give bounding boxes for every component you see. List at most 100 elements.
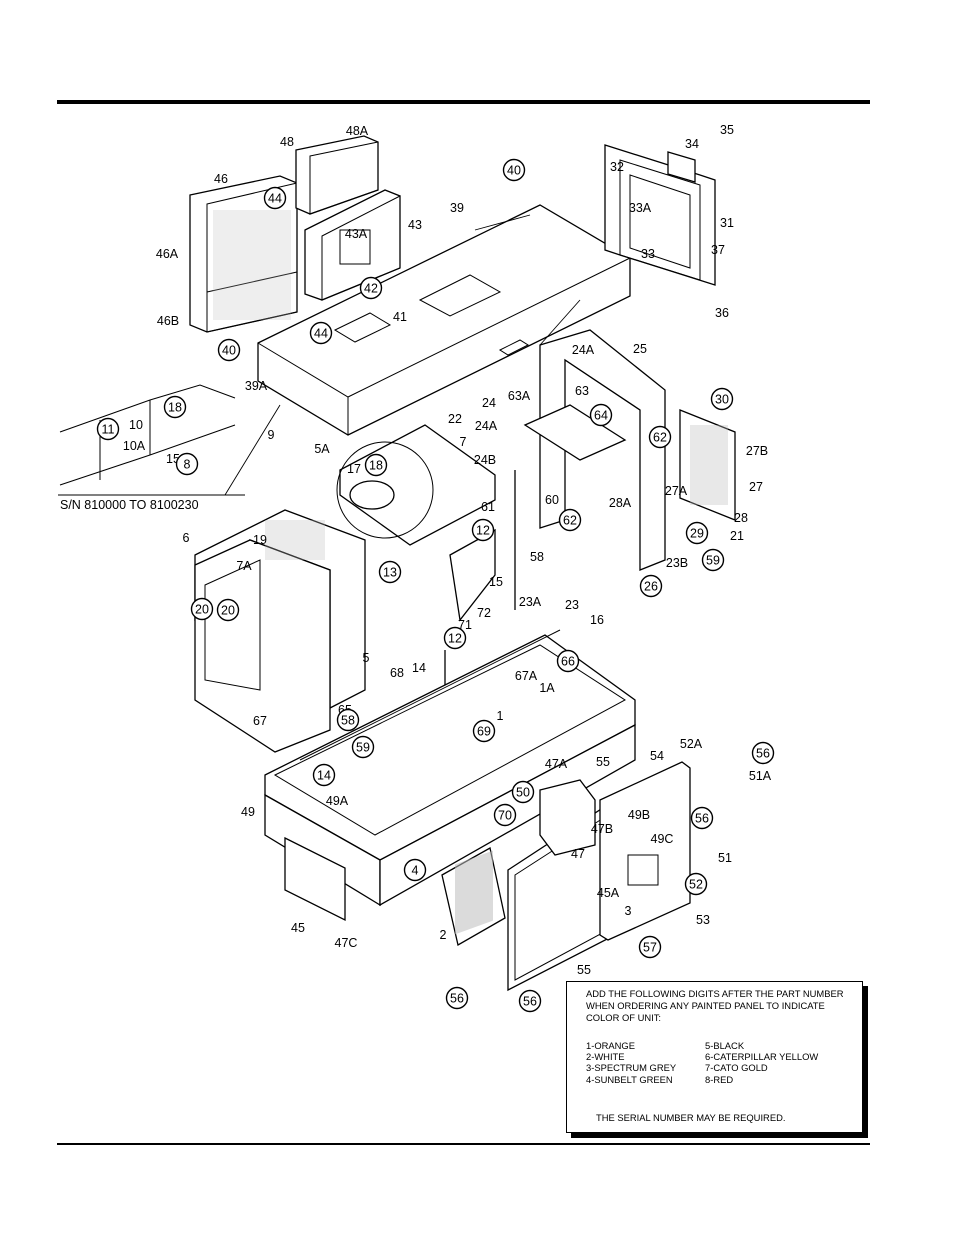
callout-circle — [190, 597, 214, 621]
callout-number: 56 — [756, 747, 770, 761]
callout-circle — [685, 521, 709, 545]
callout-circle — [751, 741, 775, 765]
circled-part-callout: 44 — [263, 186, 287, 210]
handle-34 — [667, 151, 696, 183]
callout-number: 70 — [498, 809, 512, 823]
callout-circle — [511, 780, 535, 804]
callout-circle — [359, 276, 383, 300]
circled-part-callout: 66 — [556, 649, 580, 673]
callout-circle — [589, 403, 613, 427]
circled-part-callout: 69 — [472, 719, 496, 743]
part-callout: 54 — [650, 749, 664, 763]
callout-number: 11 — [102, 423, 115, 437]
part-callout: 67 — [253, 714, 267, 728]
circled-part-callout: 56 — [751, 741, 775, 765]
callout-number: 40 — [222, 344, 236, 358]
part-callout: 1 — [497, 709, 504, 723]
top-rule — [57, 100, 870, 104]
callout-circle — [684, 872, 708, 896]
callout-circle — [443, 626, 467, 650]
bottom-rule — [57, 1143, 870, 1145]
part-callout: 52A — [680, 737, 703, 751]
tank-2 — [284, 836, 346, 922]
circled-part-callout: 20 — [216, 598, 240, 622]
part-callout: 48A — [346, 124, 369, 138]
part-callout: 3 — [625, 904, 632, 918]
callout-number: 62 — [653, 431, 667, 445]
part-callout: 49 — [241, 805, 255, 819]
circled-part-callout: 18 — [364, 453, 388, 477]
circled-part-callout: 18 — [163, 395, 187, 419]
part-callout: 6 — [183, 531, 190, 545]
part-callout: 67A — [515, 669, 538, 683]
callout-number: 8 — [184, 458, 191, 472]
callout-number: 20 — [221, 604, 235, 618]
part-callout: 15 — [489, 575, 503, 589]
part-callout: 10 — [129, 418, 143, 432]
circled-part-callout: 64 — [589, 403, 613, 427]
part-callout: 68 — [390, 666, 404, 680]
part-callout: 41 — [393, 310, 407, 324]
callout-circle — [336, 708, 360, 732]
part-callout: 63A — [508, 389, 531, 403]
part-callout: 55 — [577, 963, 591, 977]
callout-circle — [471, 518, 495, 542]
part-callout: 39A — [245, 379, 268, 393]
part-callout: 51A — [749, 769, 772, 783]
part-callout: 45 — [291, 921, 305, 935]
callout-circle — [96, 417, 120, 441]
part-callout: 31 — [720, 216, 734, 230]
callout-number: 59 — [356, 741, 370, 755]
callout-number: 18 — [369, 459, 383, 473]
part-callout: 7 — [460, 435, 467, 449]
circled-part-callout: 52 — [684, 872, 708, 896]
part-callout: 51 — [718, 851, 732, 865]
part-callout: 24A — [475, 419, 498, 433]
callout-number: 64 — [594, 409, 608, 423]
color-code: 3-SPECTRUM GREY — [586, 1062, 677, 1074]
callout-number: 14 — [317, 769, 331, 783]
callout-circle — [378, 560, 402, 584]
callout-circle — [648, 425, 672, 449]
callout-number: 52 — [689, 878, 703, 892]
color-code: 6-CATERPILLAR YELLOW — [705, 1051, 819, 1063]
callout-number: 13 — [383, 566, 397, 580]
callout-number: 59 — [706, 554, 720, 568]
part-callout: 46A — [156, 247, 179, 261]
callout-circle — [312, 763, 336, 787]
part-callout: 47A — [545, 757, 568, 771]
callout-number: 4 — [412, 864, 419, 878]
callout-labels: 4848A4646A46B4343A3939A35343233A33313736… — [96, 123, 775, 1013]
callout-circle — [502, 158, 526, 182]
panel-27 — [679, 409, 736, 521]
leader-lines — [58, 214, 581, 496]
callout-number: 18 — [168, 401, 182, 415]
box-49 — [539, 779, 596, 856]
circled-part-callout: 14 — [312, 763, 336, 787]
callout-number: 42 — [364, 282, 378, 296]
part-drawings — [59, 135, 736, 992]
callout-circle — [472, 719, 496, 743]
color-code: 7-CATO GOLD — [705, 1062, 768, 1074]
part-callout: 22 — [448, 412, 462, 426]
part-callout: 72 — [477, 606, 491, 620]
circled-part-callout: 56 — [690, 806, 714, 830]
callout-number: 26 — [644, 580, 658, 594]
circled-part-callout: 30 — [710, 387, 734, 411]
callout-circle — [351, 735, 375, 759]
part-callout: 35 — [720, 123, 734, 137]
callout-circle — [701, 548, 725, 572]
part-callout: 2 — [440, 928, 447, 942]
callout-circle — [639, 574, 663, 598]
circled-part-callout: 44 — [309, 321, 333, 345]
circled-part-callout: 57 — [638, 935, 662, 959]
part-callout: 49C — [651, 832, 674, 846]
circled-part-callout: 50 — [511, 780, 535, 804]
part-callout: 47 — [571, 847, 585, 861]
color-list-left: 1-ORANGE 2-WHITE 3-SPECTRUM GREY 4-SUNBE… — [586, 1040, 676, 1085]
color-code: 1-ORANGE — [586, 1040, 635, 1051]
part-callout: 33 — [641, 247, 655, 261]
part-callout: 16 — [590, 613, 604, 627]
callout-number: 56 — [450, 992, 464, 1006]
